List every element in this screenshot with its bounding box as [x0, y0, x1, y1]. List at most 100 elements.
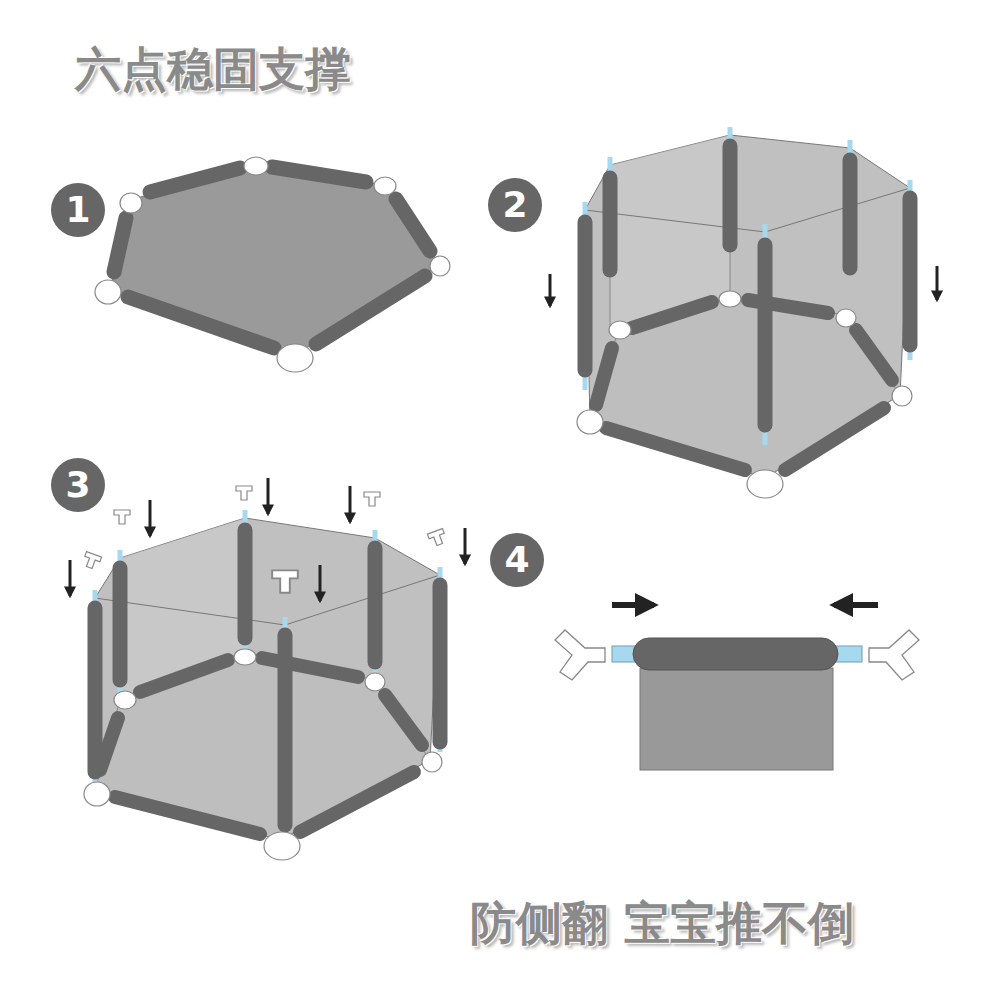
frame-bar [118, 550, 123, 695]
frame-part [422, 752, 442, 772]
frame-part [95, 157, 450, 372]
frame-bar [596, 348, 612, 405]
frame-part [610, 135, 730, 330]
frame-bar [723, 146, 738, 245]
step-number-circle: 3 [51, 458, 105, 512]
step-number: 3 [65, 467, 90, 503]
frame-bar [88, 608, 103, 772]
frame-bar [763, 224, 768, 445]
frame-bar [396, 199, 430, 251]
frame-part [95, 575, 440, 625]
frame-bar [936, 266, 939, 300]
frame-part [596, 300, 892, 470]
frame-part [70, 478, 465, 601]
frame-bar [603, 178, 618, 270]
frame-part [82, 486, 448, 593]
step-number-circle: 1 [51, 183, 105, 237]
frame-bar [464, 528, 467, 564]
frame-bar [115, 797, 260, 834]
frame-part [585, 188, 910, 232]
frame-part [234, 649, 256, 665]
tee-connector [82, 552, 102, 571]
frame-part [747, 470, 783, 498]
tee-connector [364, 492, 380, 506]
frame-bar [149, 500, 152, 536]
frame-bar [758, 245, 773, 425]
frame-part [244, 157, 268, 175]
frame-bar [93, 590, 98, 782]
frame-part [585, 146, 910, 425]
step-number: 1 [65, 192, 90, 228]
frame-bar [283, 617, 288, 835]
frame-bar [834, 602, 878, 608]
frame-part [374, 177, 396, 195]
frame-bar [433, 585, 448, 742]
frame-bar [583, 202, 588, 390]
frame-bar [373, 530, 378, 672]
step-number-circle: 2 [488, 178, 542, 232]
frame-part [836, 309, 856, 327]
frame-part [612, 602, 878, 608]
frame-part [590, 297, 900, 478]
frame-part [114, 167, 430, 348]
frame-part [120, 193, 142, 213]
frame-bar [908, 180, 913, 360]
frame-part [430, 256, 450, 276]
frame-bar [438, 567, 443, 752]
step-3-frame [70, 478, 465, 860]
frame-bar [319, 565, 322, 601]
frame-part [84, 649, 442, 860]
frame-bar [606, 428, 745, 470]
frame-part [585, 135, 910, 478]
frame-part [114, 691, 136, 709]
frame-bar [238, 530, 253, 638]
frame-bar [632, 302, 712, 328]
frame-bar [243, 510, 248, 650]
frame-bar [368, 548, 383, 662]
frame-bar [843, 160, 858, 268]
frame-part [550, 266, 937, 306]
frame-bar [69, 560, 72, 596]
tee-connector [427, 529, 447, 548]
tee-connector [114, 510, 130, 524]
frame-part [365, 673, 385, 691]
frame-part [120, 518, 245, 700]
title-text: 六点稳固支撑 [75, 44, 351, 95]
step-4-detail [555, 605, 919, 770]
tee-connector [272, 570, 298, 592]
frame-part [95, 280, 121, 304]
frame-part [95, 530, 440, 825]
frame-bar [272, 167, 366, 182]
frame-bar [262, 658, 358, 677]
frame-bar [903, 198, 918, 345]
frame-bar [549, 274, 552, 306]
frame-part [609, 321, 631, 339]
frame-bar [278, 635, 293, 825]
frame-part [577, 291, 912, 498]
frame-bar [856, 330, 892, 380]
frame-bar [785, 408, 884, 470]
frame-part [585, 127, 910, 445]
step-number: 4 [504, 542, 529, 578]
frame-bar [114, 218, 126, 272]
frame-bar [300, 772, 414, 832]
frame-bar [316, 276, 425, 344]
frame-part [640, 668, 833, 770]
caption-text: 防侧翻 宝宝推不倒 [470, 898, 854, 949]
frame-part [95, 655, 430, 840]
frame-bar [113, 568, 128, 680]
frame-part [100, 658, 422, 834]
frame-bar [385, 695, 422, 745]
tee-connector [236, 486, 252, 500]
frame-part [264, 832, 300, 860]
frame-part [577, 410, 603, 434]
frame-bar [578, 222, 593, 370]
frame-part [95, 518, 440, 840]
frame-part [719, 291, 741, 307]
frame-bar [267, 478, 270, 514]
frame-part [277, 344, 313, 372]
frame-part [555, 630, 605, 680]
